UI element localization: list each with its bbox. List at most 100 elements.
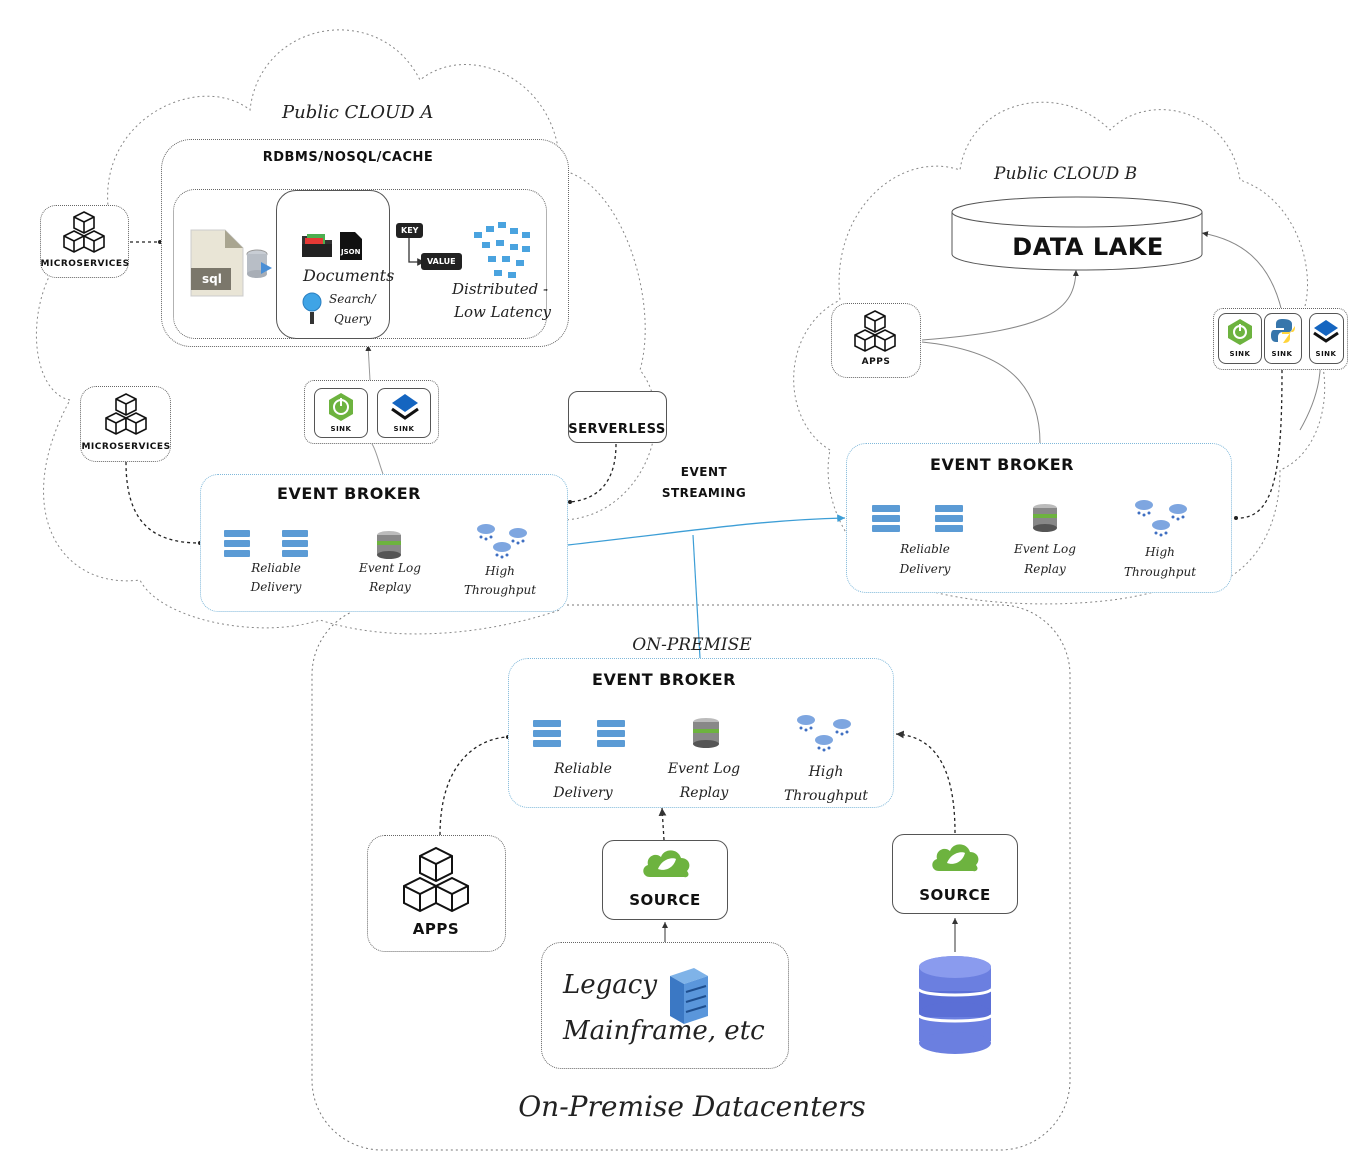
sink-label-b3: SINK: [1315, 350, 1337, 358]
sql-file-icon: [190, 229, 244, 297]
database-arrow-icon: [246, 249, 272, 278]
spring-cloud-icon: [643, 850, 690, 878]
documents-box: [276, 190, 390, 339]
event-broker-onprem-title: EVENT BROKER: [592, 670, 736, 689]
search-icon: [302, 292, 322, 324]
conn-apps-broker: [921, 341, 1041, 444]
low-latency-label: Low Latency: [454, 303, 551, 321]
server-icon: [533, 720, 625, 747]
folder-icon: [302, 234, 332, 257]
event-log-label: Event Log: [667, 761, 741, 777]
cloud-b-outline: [793, 101, 1326, 605]
reliable-label: Reliable: [251, 561, 301, 575]
microservices-label-2: MICROSERVICES: [81, 442, 171, 452]
source-label-1: SOURCE: [629, 891, 701, 909]
delivery-label: Delivery: [899, 562, 951, 576]
key-value-arrow-icon: [408, 238, 425, 266]
spring-boot-icon: [329, 393, 353, 421]
cubes-icon: [105, 393, 147, 435]
db-group-title: RDBMS/NOSQL/CACHE: [262, 150, 434, 165]
reliable-label: Reliable: [900, 542, 950, 556]
replay-label: Replay: [679, 785, 729, 801]
throughput-label: Throughput: [1123, 565, 1197, 579]
database-icon: [917, 956, 993, 1054]
sink-label-a1: SINK: [330, 425, 352, 433]
event-log-db-icon: [1033, 504, 1057, 532]
throughput-label: Throughput: [783, 788, 869, 804]
conn-source2-broker: [895, 730, 956, 834]
sql-label: sql: [202, 272, 222, 286]
documents-label: Documents: [303, 266, 395, 285]
legacy-label: Legacy: [563, 970, 658, 1000]
event-log-label: Event Log: [1014, 542, 1076, 556]
serverless-box: [568, 391, 667, 443]
replay-label: Replay: [369, 580, 411, 594]
event-broker-b-title: EVENT BROKER: [930, 455, 1074, 474]
streaming-label-1: EVENT: [680, 465, 728, 479]
conn-apps-broker-onprem: [439, 736, 509, 836]
stacked-layers-icon: [391, 394, 419, 420]
event-log-db-icon: [377, 531, 401, 559]
mainframe-label: Mainframe, etc: [563, 1016, 765, 1046]
conn-ms2-broker: [125, 461, 201, 544]
key-badge: KEY: [396, 223, 424, 238]
data-lake-label: DATA LAKE: [1012, 233, 1164, 261]
throughput-icon: [1135, 500, 1187, 537]
conn-apps-datalake: [921, 269, 1079, 341]
stream-link-a-b: [567, 514, 846, 546]
json-label: JSON: [341, 248, 361, 256]
on-premise-footer: On-Premise Datacenters: [518, 1090, 866, 1123]
serverless-label: SERVERLESS: [568, 422, 666, 437]
distributed-label: Distributed -: [452, 280, 549, 298]
legacy-box: [541, 942, 789, 1069]
sink-label-b2: SINK: [1271, 350, 1293, 358]
sink-python-box-b: [1264, 313, 1302, 364]
cloud-b-title: Public CLOUD B: [994, 164, 1138, 184]
cubes-icon: [403, 846, 469, 913]
conn-sinks-db: [365, 344, 372, 381]
apps-label-onprem: APPS: [412, 920, 460, 938]
throughput-label: Throughput: [463, 583, 537, 597]
stacked-layers-icon: [1313, 320, 1339, 343]
reliable-label: Reliable: [554, 761, 612, 777]
conn-serverless-broker: [569, 443, 617, 503]
spring-cloud-icon: [932, 844, 979, 872]
value-badge: VALUE: [421, 253, 462, 270]
data-lake-cylinder: [951, 196, 1203, 271]
high-label: High: [1145, 545, 1175, 559]
high-label: High: [485, 564, 515, 578]
on-premise-title: ON-PREMISE: [632, 635, 752, 655]
server-icon: [224, 530, 308, 557]
on-premise-outline: [311, 604, 1071, 1151]
microservices-label-1: MICROSERVICES: [40, 259, 130, 269]
throughput-icon: [477, 524, 527, 559]
event-log-db-icon: [693, 718, 719, 748]
apps-label-b: APPS: [861, 357, 891, 367]
cubes-icon: [854, 310, 896, 352]
cloud-a-title: Public CLOUD A: [282, 102, 434, 123]
streaming-label-2: STREAMING: [661, 486, 747, 500]
stream-link-onprem: [692, 534, 701, 659]
distributed-cache-icon: [474, 222, 530, 278]
server-icon: [872, 505, 963, 532]
high-label: High: [808, 764, 844, 780]
conn-sinkgroup-datalake: [1201, 231, 1283, 313]
cubes-icon: [63, 211, 105, 253]
mainframe-icon: [670, 968, 708, 1024]
json-file-icon: [340, 232, 362, 260]
python-icon: [1271, 319, 1295, 343]
event-log-label: Event Log: [359, 561, 421, 575]
sink-label-b1: SINK: [1229, 350, 1251, 358]
search-label: Search/: [329, 292, 376, 306]
spring-boot-icon: [1228, 319, 1252, 345]
event-broker-a-title: EVENT BROKER: [277, 484, 421, 503]
conn-broker-sinks: [371, 443, 384, 475]
sink-label-a2: SINK: [393, 425, 415, 433]
source-label-2: SOURCE: [919, 886, 991, 904]
delivery-label: Delivery: [553, 785, 613, 801]
query-label: Query: [334, 312, 372, 326]
replay-label: Replay: [1024, 562, 1066, 576]
throughput-icon: [797, 715, 851, 752]
